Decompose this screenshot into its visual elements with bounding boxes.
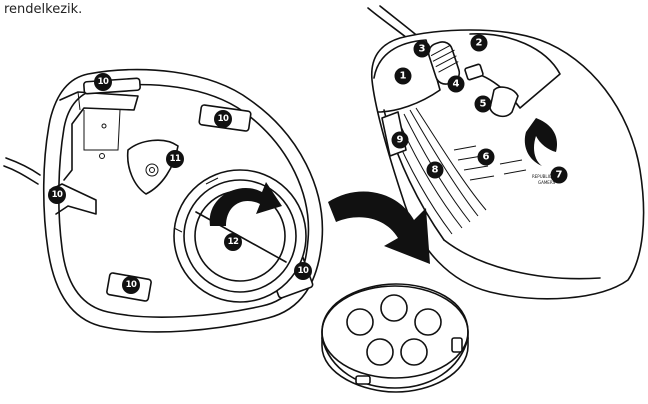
weight-hatch-ring <box>183 179 297 293</box>
brand-line2: GAMERS <box>538 180 556 185</box>
hatch-marks <box>173 177 219 233</box>
right-button <box>469 33 561 109</box>
cable-bottom <box>5 157 41 176</box>
sensor-lens-inner <box>149 167 155 173</box>
svg-text:12: 12 <box>228 237 239 247</box>
rog-logo-icon <box>524 118 558 166</box>
callout-2: 2 <box>470 34 488 52</box>
svg-text:3: 3 <box>419 44 426 55</box>
dpi-button <box>464 63 484 81</box>
cartridge-lower-rim <box>321 337 469 389</box>
callout-12: 12 <box>224 233 242 251</box>
callout-1: 1 <box>394 67 412 85</box>
weight-cartridge <box>321 283 469 393</box>
svg-text:10: 10 <box>298 266 309 276</box>
svg-text:4: 4 <box>453 79 460 90</box>
callout-10: 10 <box>122 276 140 294</box>
svg-text:1: 1 <box>400 71 407 82</box>
screw-hole <box>99 153 105 159</box>
led-indicator-2 <box>499 159 527 175</box>
callout-3: 3 <box>413 40 431 58</box>
callout-10: 10 <box>48 186 66 204</box>
weight-disc <box>366 338 394 366</box>
svg-text:9: 9 <box>397 135 404 146</box>
screw-hole-2 <box>101 123 107 129</box>
callout-10: 10 <box>214 110 232 128</box>
callout-8: 8 <box>426 161 444 179</box>
led-indicator <box>453 145 495 181</box>
scroll-wheel-grip <box>430 44 459 73</box>
mouse-bottom-view <box>3 68 324 333</box>
rotate-arrow-icon <box>209 182 282 226</box>
curved-down-arrow-icon <box>328 191 430 264</box>
svg-text:10: 10 <box>126 280 137 290</box>
weight-disc <box>414 308 442 336</box>
weight-disc <box>346 308 374 336</box>
svg-text:10: 10 <box>218 114 229 124</box>
sensor-lens <box>145 163 159 177</box>
weight-disc <box>400 338 428 366</box>
svg-text:7: 7 <box>556 170 563 181</box>
caption-text: rendelkezik. <box>4 2 83 17</box>
callout-7: 7 <box>550 166 568 184</box>
svg-text:8: 8 <box>432 165 439 176</box>
callout-9: 9 <box>391 131 409 149</box>
cartridge-top-rim <box>321 285 469 379</box>
callout-5: 5 <box>474 95 492 113</box>
svg-text:10: 10 <box>98 77 109 87</box>
svg-text:10: 10 <box>52 190 63 200</box>
callout-10: 10 <box>94 73 112 91</box>
callout-6: 6 <box>477 148 495 166</box>
top-shell-base <box>443 239 601 280</box>
sensor-cover <box>126 139 179 195</box>
bracket-inner <box>77 91 121 151</box>
cable-bottom-2 <box>3 165 39 185</box>
cartridge-tab <box>355 375 371 385</box>
weight-disc <box>380 294 408 322</box>
brand-line1: REPUBLIC OF <box>532 174 559 179</box>
svg-text:2: 2 <box>476 38 483 49</box>
mode-button <box>489 86 519 118</box>
svg-text:6: 6 <box>483 152 490 163</box>
svg-text:11: 11 <box>170 154 181 164</box>
svg-text:5: 5 <box>480 99 487 110</box>
cable-clip <box>49 183 97 215</box>
top-shell <box>371 29 645 300</box>
callout-11: 11 <box>166 150 184 168</box>
cartridge-tab <box>451 337 463 353</box>
callout-4: 4 <box>447 75 465 93</box>
callout-10: 10 <box>294 262 312 280</box>
